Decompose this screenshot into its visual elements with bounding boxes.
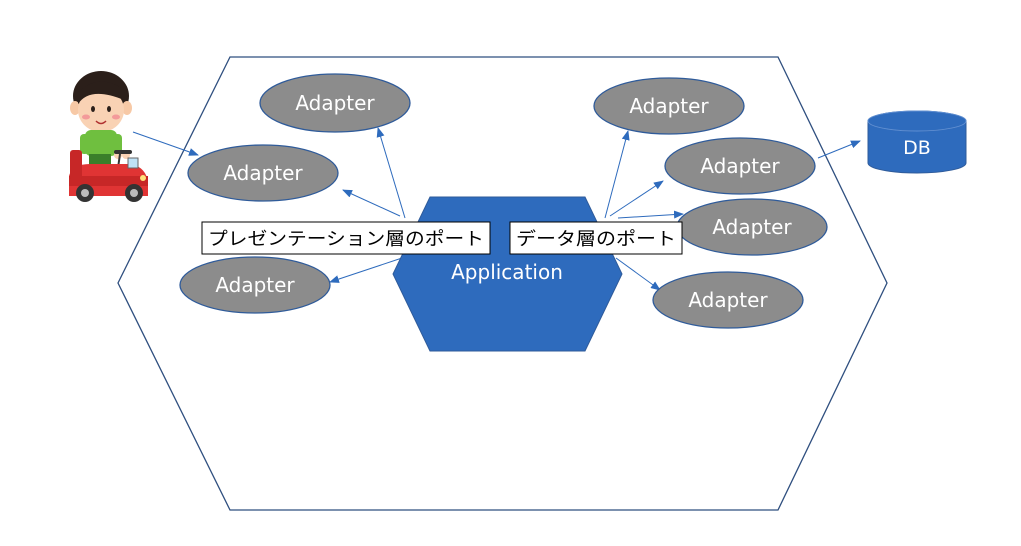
arrow-port-to-adapter-right-3 <box>617 210 684 219</box>
adapter-label: Adapter <box>215 273 295 297</box>
adapter-label: Adapter <box>295 91 375 115</box>
adapter-right-3: Adapter <box>676 198 828 256</box>
db-label: DB <box>903 137 931 159</box>
arrow-port-to-adapter-right-1 <box>604 130 630 219</box>
outer-hexagon <box>117 56 888 511</box>
arrow-port-to-adapter-left-top <box>376 127 406 219</box>
arrow-port-to-adapter-left-middle <box>342 189 401 217</box>
adapter-left-bottom: Adapter <box>179 256 331 314</box>
adapter-right-2: Adapter <box>664 137 816 195</box>
data-port-box: データ層のポート <box>509 221 683 255</box>
adapter-label: Adapter <box>688 288 768 312</box>
arrow-port-to-adapter-left-bottom <box>329 257 403 283</box>
application-label: Application <box>451 260 563 284</box>
adapter-left-top: Adapter <box>259 73 411 133</box>
presentation-port-label: プレゼンテーション層のポート <box>208 229 484 250</box>
adapter-left-middle: Adapter <box>187 144 339 202</box>
arrow-port-to-adapter-right-4 <box>615 257 661 291</box>
adapter-label: Adapter <box>223 161 303 185</box>
data-port-label: データ層のポート <box>516 229 676 250</box>
arrow-port-to-adapter-right-2 <box>609 180 664 217</box>
child-in-car-illustration <box>69 71 148 202</box>
presentation-port-box: プレゼンテーション層のポート <box>201 221 491 255</box>
database-cylinder: DB <box>867 110 967 174</box>
adapter-right-4: Adapter <box>652 271 804 329</box>
arrow-user-to-adapter <box>132 131 199 156</box>
adapter-right-1: Adapter <box>593 77 745 135</box>
arrow-adapter-to-db <box>817 140 861 159</box>
arrows <box>132 127 861 291</box>
adapter-label: Adapter <box>700 154 780 178</box>
adapter-label: Adapter <box>712 215 792 239</box>
adapter-label: Adapter <box>629 94 709 118</box>
